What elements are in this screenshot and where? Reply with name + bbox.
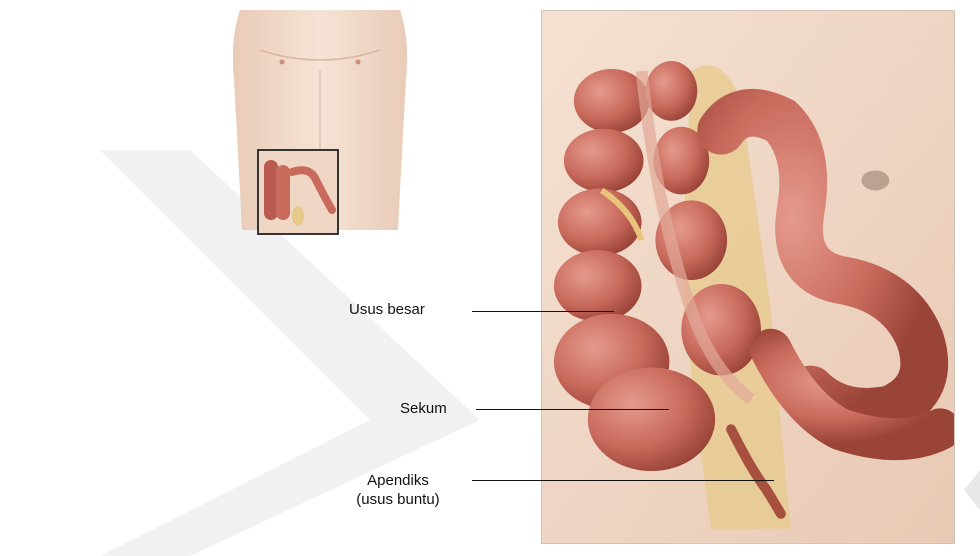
label-large-intestine: Usus besar	[349, 300, 425, 319]
navel-shape	[861, 171, 889, 191]
label-appendix-line1: Apendiks	[340, 471, 456, 490]
corner-chevron-mark	[960, 470, 980, 510]
leader-cecum	[476, 409, 669, 410]
leader-large-intestine	[472, 311, 614, 312]
intestine-anatomy-illustration	[541, 10, 955, 544]
label-appendix-line2: (usus buntu)	[340, 490, 456, 509]
label-appendix: Apendiks (usus buntu)	[340, 471, 456, 509]
torso-locator-illustration	[220, 0, 420, 258]
leader-appendix	[472, 480, 774, 481]
label-cecum: Sekum	[400, 399, 447, 418]
